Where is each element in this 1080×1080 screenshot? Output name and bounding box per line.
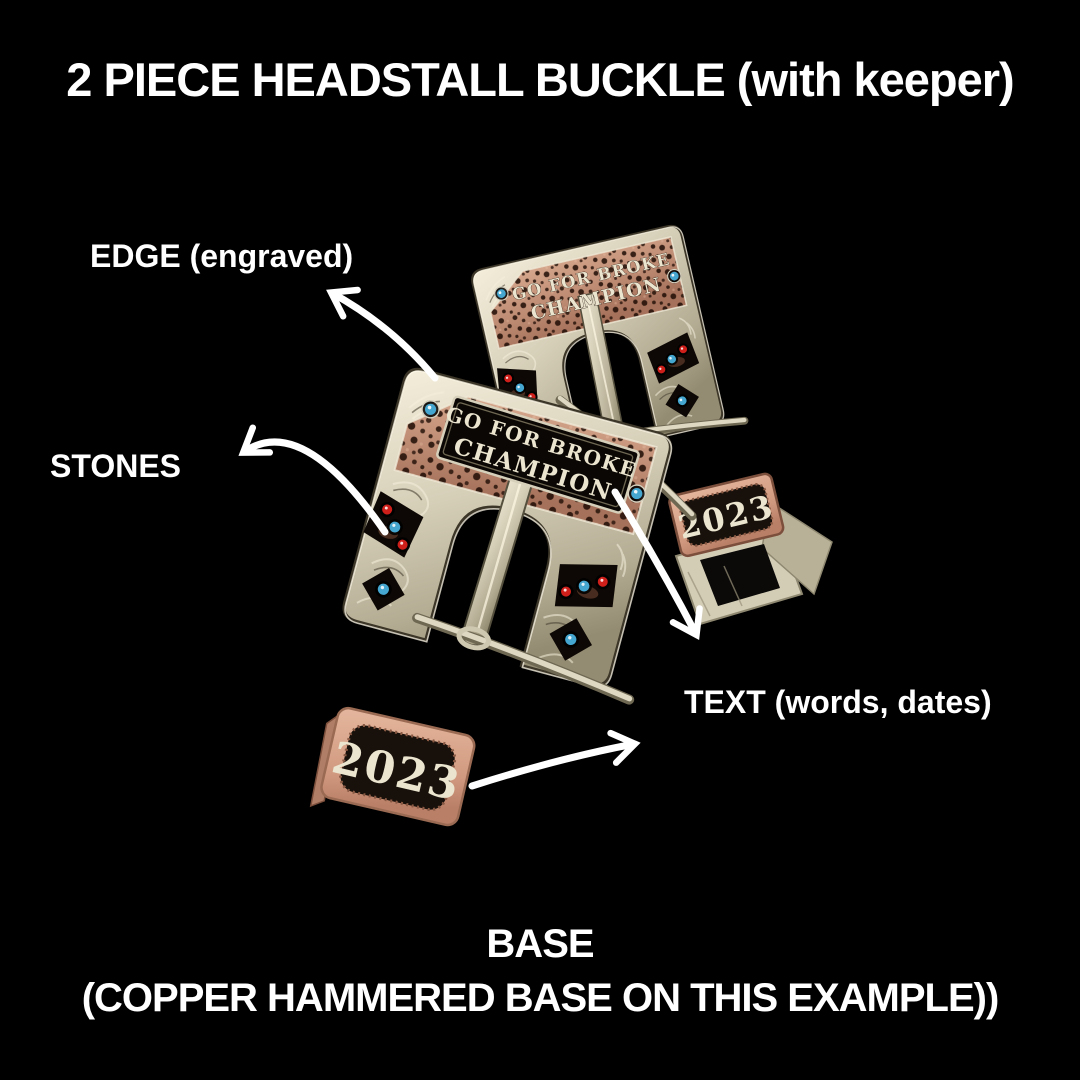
front-buckle: GO FOR BROKE CHAMPION	[339, 366, 697, 700]
back-buckle: GO FOR BROKE CHAMPION	[470, 219, 744, 473]
base-label-block: BASE (COPPER HAMMERED BASE ON THIS EXAMP…	[0, 922, 1080, 1021]
keeper-loop: 2023	[668, 472, 833, 626]
front-year-tag: 2023	[309, 706, 476, 827]
text-arrow	[611, 488, 703, 641]
base-label-line1: BASE	[486, 922, 594, 966]
page-title: 2 PIECE HEADSTALL BUCKLE (with keeper)	[66, 53, 1014, 106]
base-arrow	[468, 729, 641, 790]
front-buckle-banner: GO FOR BROKE CHAMPION	[436, 395, 640, 514]
stones-arrow	[238, 424, 389, 536]
stones-label: STONES	[50, 448, 181, 484]
base-label-line2: (COPPER HAMMERED BASE ON THIS EXAMPLE))	[81, 976, 1000, 1020]
edge-label: EDGE (engraved)	[90, 238, 354, 274]
edge-arrow	[326, 286, 439, 382]
text-label: TEXT (words, dates)	[684, 684, 992, 720]
